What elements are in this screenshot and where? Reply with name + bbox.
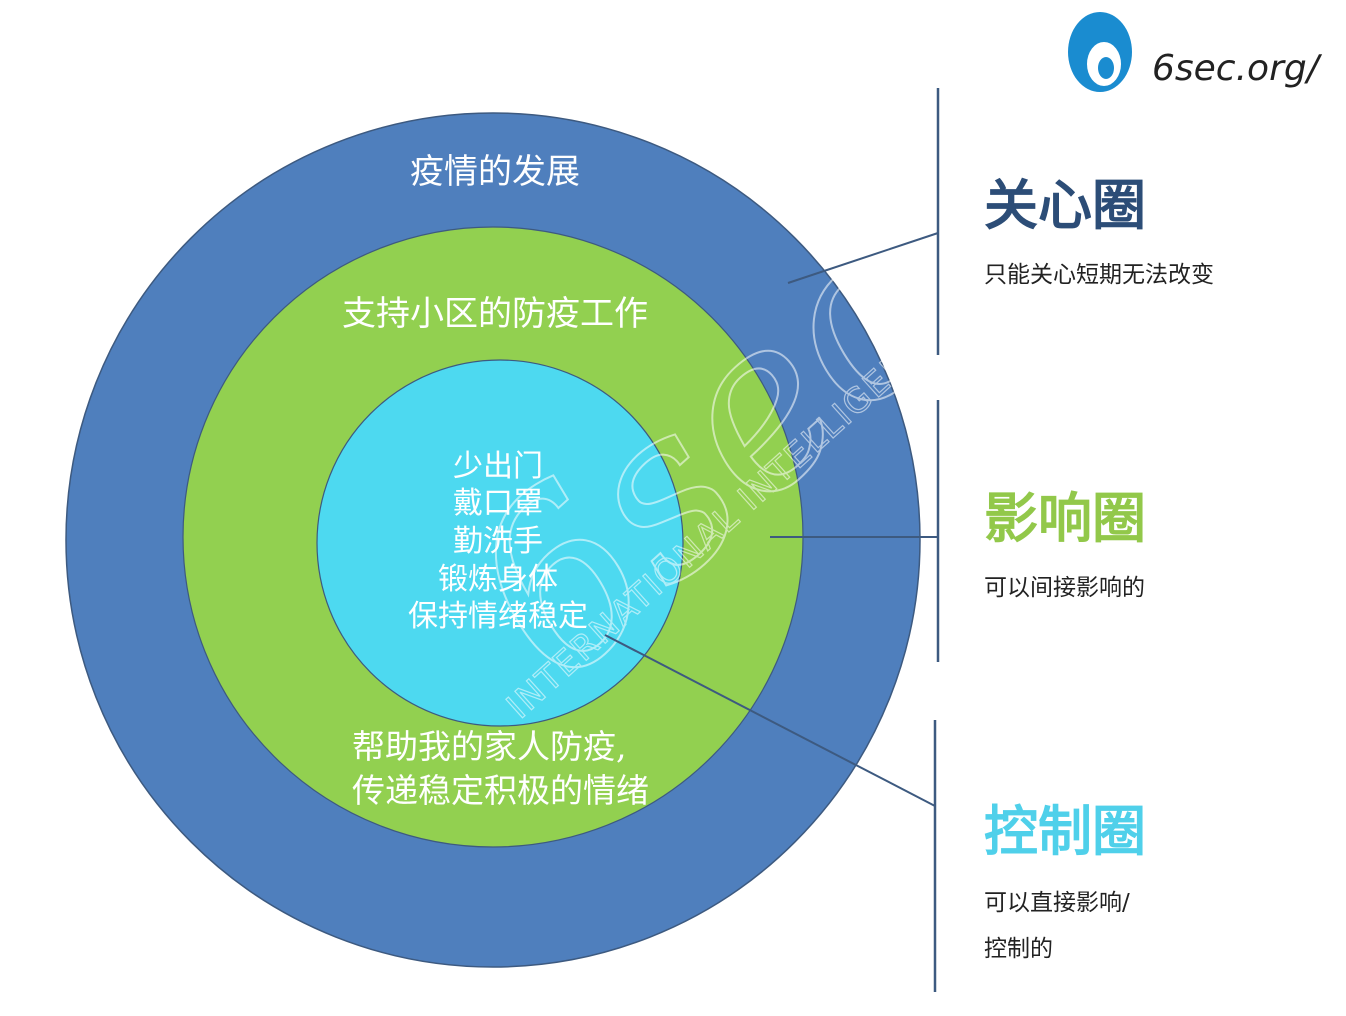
legend-title-control: 控制圈 xyxy=(984,800,1146,863)
inner-circle-line-1: 少出门 xyxy=(453,449,543,484)
outer-circle-label: 疫情的发展 xyxy=(410,152,580,192)
middle-circle-bottom-line-1: 帮助我的家人防疫, xyxy=(352,727,627,766)
connector-concern xyxy=(787,232,939,284)
inner-circle-line-4: 锻炼身体 xyxy=(438,562,558,597)
inner-circle-control xyxy=(316,359,684,727)
logo: 6sec.org/ xyxy=(1068,12,1323,92)
inner-circle-line-3: 勤洗手 xyxy=(453,524,543,559)
legend-desc-control-line-1: 可以直接影响/ xyxy=(984,890,1130,916)
middle-circle-bottom-line-2: 传递稳定积极的情绪 xyxy=(352,771,649,810)
legend-title-concern: 关心圈 xyxy=(984,174,1146,237)
logo-mark-icon xyxy=(1068,12,1132,92)
middle-circle-top-label: 支持小区的防疫工作 xyxy=(342,294,648,334)
legend-desc-influence: 可以间接影响的 xyxy=(984,575,1145,601)
legend-desc-concern: 只能关心短期无法改变 xyxy=(984,262,1214,288)
inner-circle-line-2: 戴口罩 xyxy=(453,486,543,521)
logo-text: 6sec.org/ xyxy=(1152,48,1323,89)
legend-desc-control-line-2: 控制的 xyxy=(984,936,1053,962)
connector-control xyxy=(604,634,936,807)
inner-circle-line-5: 保持情绪稳定 xyxy=(408,599,588,634)
legend-title-influence: 影响圈 xyxy=(984,487,1146,550)
